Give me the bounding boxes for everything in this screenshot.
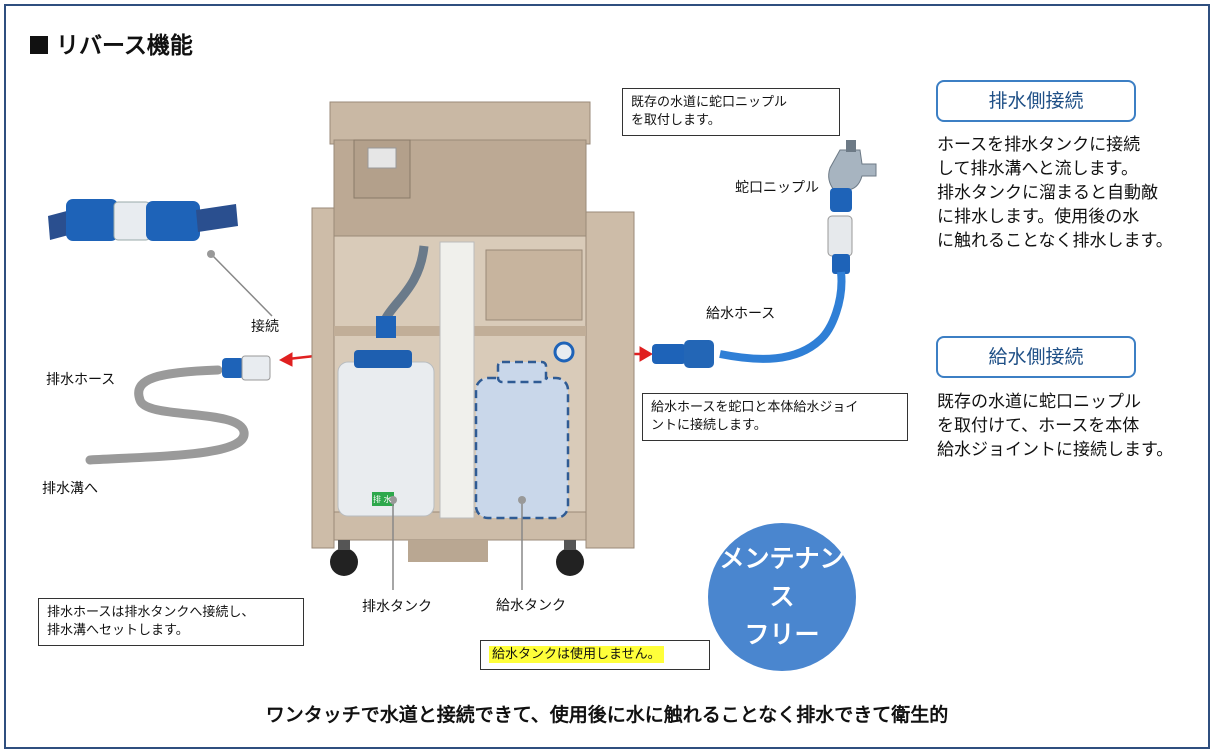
desc-line: に排水します。使用後の水 [937, 207, 1140, 227]
desc-line: して排水溝へと流します。 [937, 159, 1138, 179]
drain-tank-label: 排水タンク [362, 599, 432, 615]
badge-line: フリー [744, 620, 820, 649]
drain-hose-note: 排水ホースは排水タンクへ接続し、 排水溝へセットします。 [38, 598, 304, 646]
desc-line: ホースを排水タンクに接続 [937, 135, 1141, 155]
maintenance-free-badge: メンテナンス フリー [708, 523, 856, 671]
connect-label: 接続 [251, 319, 279, 335]
desc-line: 既存の水道に蛇口ニップル [937, 392, 1141, 412]
note-line: 排水ホースは排水タンクへ接続し、 [47, 605, 255, 620]
supply-side-heading: 給水側接続 [936, 336, 1136, 378]
faucet-note: 既存の水道に蛇口ニップル を取付します。 [622, 88, 840, 136]
drain-gutter-label: 排水溝へ [42, 481, 98, 497]
supply-side-description: 既存の水道に蛇口ニップル を取付けて、ホースを本体 給水ジョイントに接続します。 [937, 390, 1199, 462]
desc-line: に触れることなく排水します。 [937, 231, 1173, 251]
drain-side-heading: 排水側接続 [936, 80, 1136, 122]
desc-line: を取付けて、ホースを本体 [937, 416, 1140, 436]
tank-sticker-text: 排 水 [373, 495, 392, 504]
hose-connector-image [48, 199, 238, 241]
highlighted-text: 給水タンクは使用しません。 [489, 646, 664, 663]
supply-tank-unused-note: 給水タンクは使用しません。 [480, 640, 710, 670]
faucet-nipple-label: 蛇口ニップル [735, 180, 819, 196]
note-line: 既存の水道に蛇口ニップル [631, 95, 788, 110]
faucet-and-supply-hose-image [652, 140, 877, 368]
title-text: リバース機能 [56, 33, 193, 59]
note-line: 排水溝へセットします。 [47, 623, 189, 638]
note-line: 給水ホースを蛇口と本体給水ジョイ [651, 400, 859, 415]
drain-hose-label: 排水ホース [46, 372, 116, 388]
note-line: を取付します。 [631, 113, 721, 128]
page-title: リバース機能 [30, 26, 193, 60]
drain-side-description: ホースを排水タンクに接続 して排水溝へと流します。 排水タンクに溜まると自動敵 … [937, 133, 1199, 253]
supply-tank-label: 給水タンク [496, 598, 566, 614]
badge-line: メンテナンス [719, 544, 845, 611]
note-line: ントに接続します。 [651, 418, 767, 433]
supply-hose-label: 給水ホース [706, 306, 776, 322]
desc-line: 給水ジョイントに接続します。 [937, 440, 1174, 460]
desc-line: 排水タンクに溜まると自動敵 [937, 183, 1158, 203]
footer-caption: ワンタッチで水道と接続できて、使用後に水に触れることなく排水できて衛生的 [265, 704, 949, 726]
supply-hose-note: 給水ホースを蛇口と本体給水ジョイ ントに接続します。 [642, 393, 908, 441]
square-bullet-icon [30, 36, 48, 54]
cabinet-image [311, 101, 635, 576]
